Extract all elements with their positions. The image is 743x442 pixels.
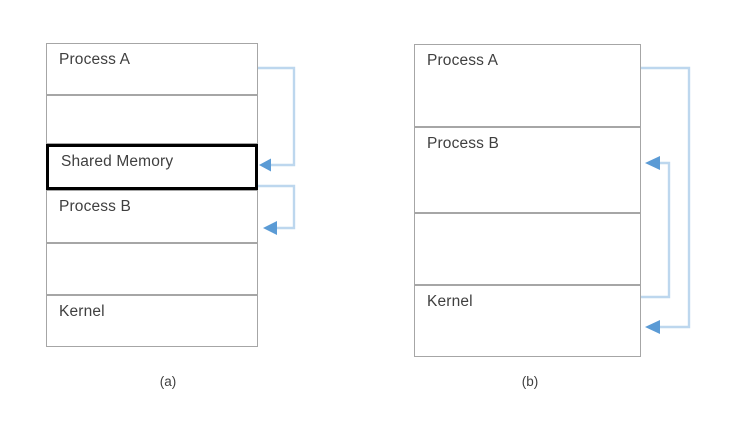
- arrowhead-icon: [645, 320, 660, 334]
- arrowhead-icon: [259, 158, 271, 172]
- connector-path: [258, 66, 296, 167]
- memory-row-process-a: Process A: [414, 44, 641, 127]
- memory-row-label: Process A: [59, 51, 131, 68]
- connector-kernel-to-process-b: [641, 156, 671, 299]
- memory-row-process-b: Process B: [46, 190, 258, 243]
- memory-row-empty: [414, 213, 641, 285]
- memory-row-empty-upper: [46, 95, 258, 144]
- arrowhead-icon: [263, 221, 277, 235]
- caption-panel-b: (b): [521, 374, 539, 389]
- memory-row-kernel: Kernel: [414, 285, 641, 357]
- connector-process-a-to-kernel: [641, 66, 691, 334]
- memory-row-empty-lower: [46, 243, 258, 295]
- memory-row-label: Process B: [59, 198, 131, 215]
- connector-process-a-to-shared-memory: [258, 66, 296, 172]
- memory-row-label: Kernel: [427, 293, 473, 310]
- memory-row-label: Kernel: [59, 303, 105, 320]
- arrowhead-icon: [645, 156, 660, 170]
- memory-row-process-a: Process A: [46, 43, 258, 95]
- connector-shared-memory-to-process-b: [258, 184, 296, 235]
- memory-row-label: Process A: [427, 52, 499, 69]
- memory-row-process-b: Process B: [414, 127, 641, 213]
- caption-panel-a: (a): [159, 374, 177, 389]
- memory-stack-a: Process A Shared Memory Process B Kernel: [46, 43, 258, 347]
- memory-row-label: Process B: [427, 135, 499, 152]
- memory-row-shared-memory: Shared Memory: [46, 144, 258, 190]
- connector-path: [641, 161, 671, 299]
- memory-row-kernel: Kernel: [46, 295, 258, 347]
- memory-stack-b: Process A Process B Kernel: [414, 44, 641, 357]
- connector-path: [258, 184, 296, 230]
- memory-row-label: Shared Memory: [61, 153, 174, 170]
- connector-path: [641, 66, 691, 329]
